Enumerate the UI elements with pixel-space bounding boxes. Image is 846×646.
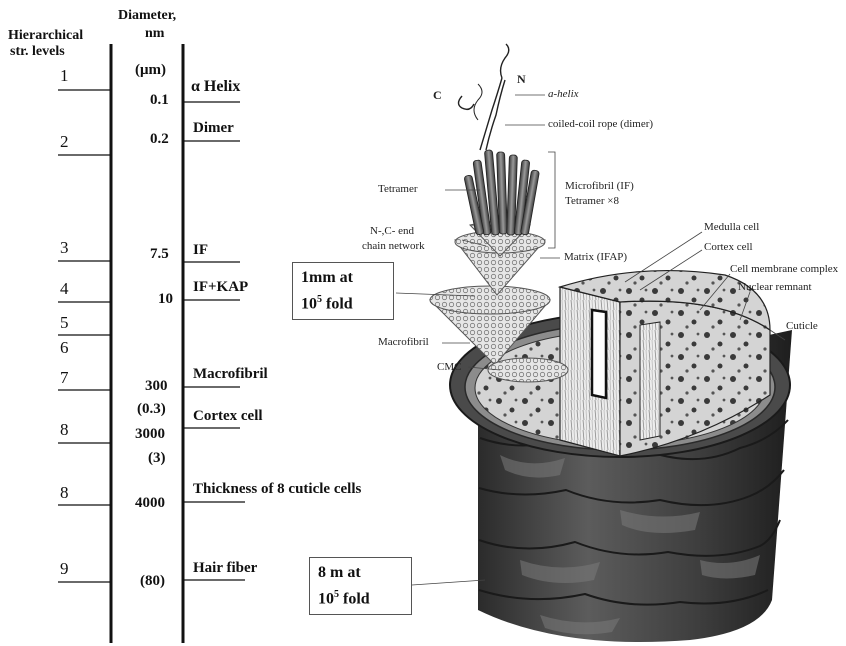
label-cmc: CMC <box>437 361 461 373</box>
label-a-helix: a-helix <box>548 88 579 100</box>
label-n-end: N <box>517 72 526 87</box>
label-coiled-coil: coiled-coil rope (dimer) <box>548 118 653 130</box>
label-microfibril-line1: Microfibril (IF) <box>565 180 634 192</box>
coiled-coil-rope <box>459 44 509 150</box>
label-nc-end-line2: chain network <box>362 240 425 252</box>
label-matrix: Matrix (IFAP) <box>564 251 627 263</box>
box2-line2: 105 fold <box>318 584 403 610</box>
tetramer-rods <box>464 150 540 235</box>
label-cuticle: Cuticle <box>786 320 818 332</box>
label-nuclear-remnant: Nuclear remnant <box>738 281 812 293</box>
magnification-box-8m: 8 m at 105 fold <box>309 557 412 615</box>
label-cell-membrane-complex: Cell membrane complex <box>730 263 838 275</box>
box2-line1: 8 m at <box>318 562 403 584</box>
label-cortex-cell: Cortex cell <box>704 241 753 253</box>
label-c-end: C <box>433 88 442 103</box>
label-tetramer: Tetramer <box>378 183 418 195</box>
label-microfibril-line2: Tetramer ×8 <box>565 195 619 207</box>
box1-line1: 1mm at <box>301 267 385 289</box>
label-macrofibril: Macrofibril <box>378 336 429 348</box>
magnification-box-1mm: 1mm at 105 fold <box>292 262 394 320</box>
box1-line2: 105 fold <box>301 289 385 315</box>
label-nc-end-line1: N-,C- end <box>370 225 414 237</box>
label-medulla-cell: Medulla cell <box>704 221 759 233</box>
